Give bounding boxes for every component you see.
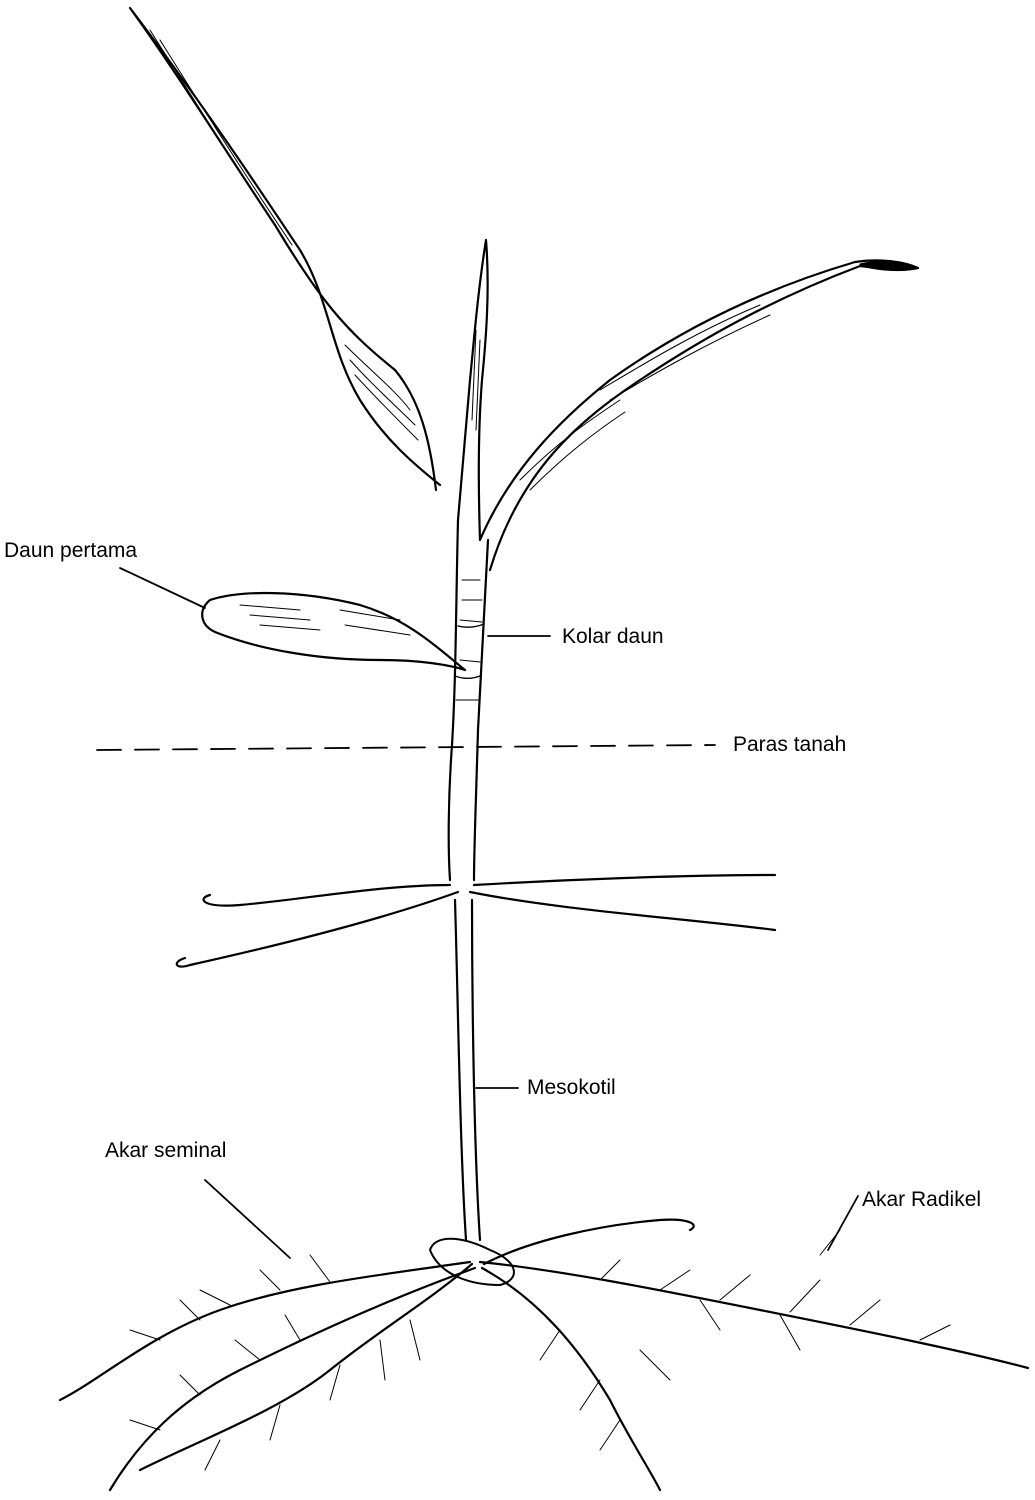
seminal-roots (60, 1262, 475, 1490)
label-akar-seminal: Akar seminal (105, 1140, 226, 1161)
leaf-left (130, 8, 440, 490)
crown-roots (177, 875, 775, 967)
label-daun-pertama: Daun pertama (4, 540, 137, 561)
label-akar-radikel: Akar Radikel (862, 1189, 981, 1210)
leader-akar-seminal (205, 1180, 290, 1258)
shoot (130, 8, 918, 745)
leader-daun-pertama (120, 568, 205, 608)
label-kolar-daun: Kolar daun (562, 626, 664, 647)
mesocotyl (455, 900, 480, 1240)
stem (452, 520, 488, 745)
leader-lines (120, 568, 858, 1258)
radicle-roots (480, 1220, 1028, 1490)
leader-akar-radikel (828, 1196, 858, 1250)
leaf-central (458, 240, 488, 540)
label-paras-tanah: Paras tanah (733, 734, 846, 755)
below-ground (60, 730, 1028, 1490)
leaf-right (480, 260, 918, 570)
leaf-first (202, 593, 465, 670)
soil-level-dashed-line (97, 745, 715, 750)
label-mesokotil: Mesokotil (527, 1077, 616, 1098)
